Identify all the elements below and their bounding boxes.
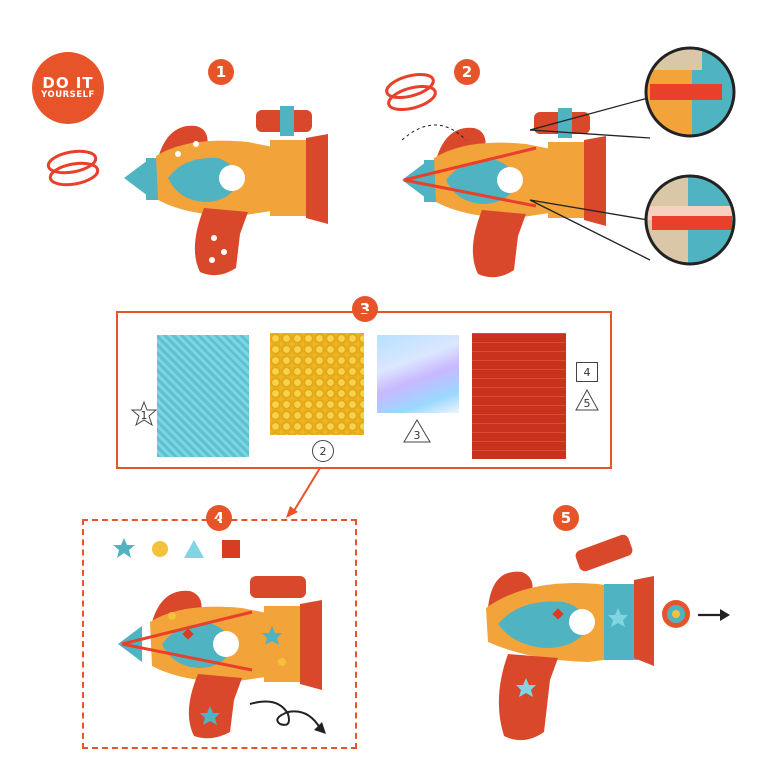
sticker-label-2: 2 xyxy=(312,440,334,462)
triangle-label-icon-5 xyxy=(575,388,599,411)
connector-arrow xyxy=(286,467,321,518)
triangle-label-icon xyxy=(403,419,431,443)
sticker-label-1: 1 xyxy=(140,408,148,422)
sticker-label-5: 5 xyxy=(583,396,591,410)
toy-gun-step5 xyxy=(486,534,654,741)
curly-arrow-icon xyxy=(249,700,326,734)
zoom-detail-2 xyxy=(644,174,736,266)
step-3-badge: 3 xyxy=(352,296,378,322)
star-label-icon xyxy=(130,400,158,427)
rubber-bands-icon xyxy=(46,149,100,187)
toy-gun-step4 xyxy=(118,576,322,739)
red-square-sticker-sheet xyxy=(472,333,566,459)
logo-line1: DO IT xyxy=(42,73,94,92)
sticker-sheets-panel xyxy=(116,311,612,469)
zoom-detail-1 xyxy=(644,46,736,138)
projectile-icon xyxy=(662,600,690,628)
logo-line2: YOURSELF xyxy=(41,90,95,101)
sticker-label-3: 3 xyxy=(413,428,421,442)
gold-circle-sticker-sheet xyxy=(270,333,364,435)
toy-gun-step1 xyxy=(124,106,328,276)
step-1-badge: 1 xyxy=(208,59,234,85)
zoom-lines xyxy=(529,97,651,261)
toy-gun-step2 xyxy=(401,108,606,278)
step-5-badge: 5 xyxy=(553,505,579,531)
sticker-shapes-legend xyxy=(113,538,240,558)
step-4-badge: 4 xyxy=(206,505,232,531)
rubber-bands-icon-2 xyxy=(385,73,437,111)
sticker-label-4: 4 xyxy=(576,362,598,382)
decorated-gun-panel xyxy=(82,519,357,749)
do-it-yourself-logo: DO IT YOURSELF xyxy=(32,52,104,124)
blue-star-sticker-sheet xyxy=(157,335,249,457)
arrow-right-icon xyxy=(698,609,730,621)
step-2-badge: 2 xyxy=(454,59,480,85)
holographic-triangle-sticker-sheet xyxy=(377,335,459,413)
